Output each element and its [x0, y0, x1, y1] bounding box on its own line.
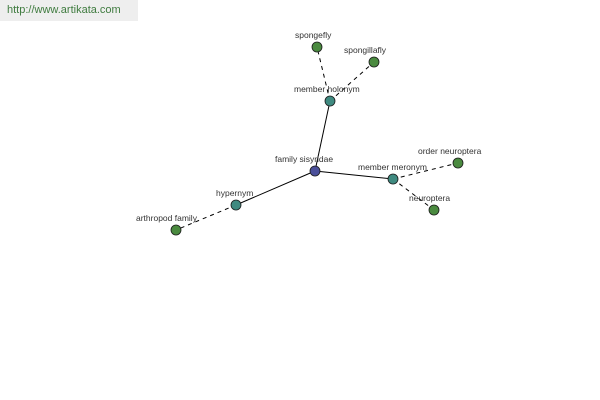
- node-member-holonym[interactable]: [324, 95, 336, 107]
- edge-family-sisyridae-to-hypernym: [235, 170, 316, 206]
- label-spongillafly: spongillafly: [344, 45, 387, 55]
- node-family-sisyridae[interactable]: [309, 165, 321, 177]
- label-hypernym: hypernym: [216, 188, 253, 198]
- edge-family-sisyridae-to-member-holonym: [314, 100, 331, 172]
- label-arthropod-family: arthropod family: [136, 213, 198, 223]
- label-spongefly: spongefly: [295, 30, 332, 40]
- node-spongillafly[interactable]: [368, 56, 380, 68]
- labels-layer: family sisyridae member holonym member mer…: [136, 30, 482, 223]
- edge-member-meronym-to-order-neuroptera: [392, 162, 459, 180]
- edge-member-holonym-to-spongefly: [316, 46, 331, 102]
- node-arthropod-family[interactable]: [170, 224, 182, 236]
- edge-member-meronym-to-neuroptera: [392, 178, 435, 211]
- label-member-holonym: member holonym: [294, 84, 360, 94]
- nodes-layer: [170, 41, 464, 236]
- node-member-meronym[interactable]: [387, 173, 399, 185]
- node-order-neuroptera[interactable]: [452, 157, 464, 169]
- label-family-sisyridae: family sisyridae: [275, 154, 333, 164]
- edges-layer: [175, 46, 459, 231]
- label-order-neuroptera: order neuroptera: [418, 146, 482, 156]
- edge-hypernym-to-arthropod-family: [175, 204, 237, 231]
- edge-family-sisyridae-to-member-meronym: [314, 170, 394, 180]
- site-url-watermark[interactable]: http://www.artikata.com: [0, 0, 138, 21]
- edge-member-holonym-to-spongillafly: [329, 61, 375, 102]
- node-neuroptera[interactable]: [428, 204, 440, 216]
- node-spongefly[interactable]: [311, 41, 323, 53]
- label-member-meronym: member meronym: [358, 162, 427, 172]
- label-neuroptera: neuroptera: [409, 193, 450, 203]
- node-hypernym[interactable]: [230, 199, 242, 211]
